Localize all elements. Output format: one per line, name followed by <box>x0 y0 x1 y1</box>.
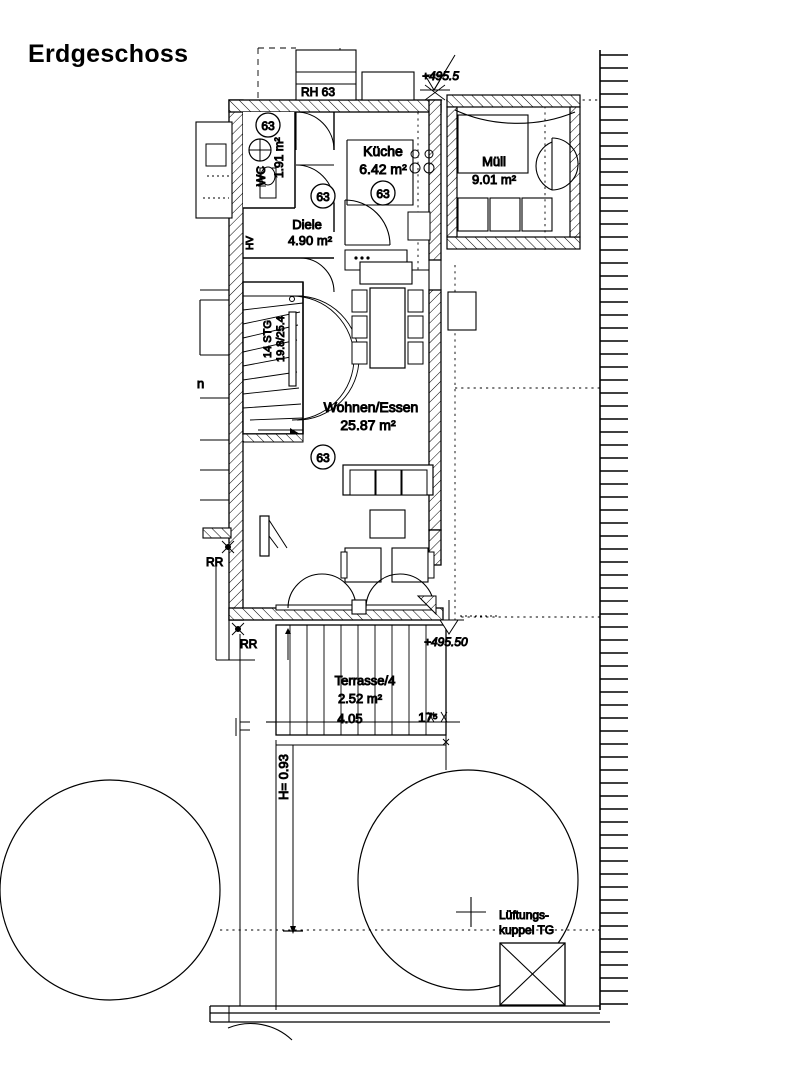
room-label-diele-name: Diele <box>292 217 322 232</box>
site-bottom-wall <box>209 1005 610 1041</box>
furniture-armchairs <box>340 547 435 583</box>
site-left-guides <box>215 560 255 1022</box>
furniture-sideboard <box>359 261 413 285</box>
terrace-doors <box>287 573 437 616</box>
furniture-outside-cabinet <box>447 291 477 331</box>
elevation-value-upper: +495.5 <box>422 69 459 83</box>
rh-box: RH 63 <box>295 49 357 101</box>
rr-label-lower: RR <box>240 637 258 651</box>
marker-63-wc-label: 63 <box>261 119 275 133</box>
room-label-wc-area: 1.91 m² <box>272 137 286 178</box>
marker-63-wc: 63 <box>248 112 281 162</box>
neighbour-fragment-upper <box>195 121 233 219</box>
left-fragment-label: n <box>197 376 204 391</box>
rr-marker-upper: RR <box>206 540 235 570</box>
dimension-h: H= 0.93 <box>235 718 450 1010</box>
marker-63-diele-label: 63 <box>316 190 330 204</box>
elevation-marker-terrace: +495.50 <box>424 600 500 650</box>
exterior-wall-bottom <box>228 604 444 621</box>
hv-label: HV <box>245 236 256 250</box>
marker-63-kueche-label: 63 <box>376 187 390 201</box>
rr-marker-lower: RR <box>231 622 258 652</box>
room-diele: Diele 4.90 m² 63 HV <box>243 111 336 293</box>
muell-building: Müll 9.01 m² <box>446 94 581 250</box>
room-label-muell-area: 9.01 m² <box>472 172 517 187</box>
elevation-marker-upper: +495.5 <box>420 54 460 101</box>
furniture-dining-set <box>351 287 424 369</box>
rh-label: RH 63 <box>301 85 335 99</box>
room-label-wohnen-name: Wohnen/Essen <box>324 399 419 415</box>
property-boundary-right <box>599 50 628 1010</box>
staircase: 14 STG 19.8/25.4 <box>242 281 360 443</box>
room-label-wc-name: WC <box>254 166 268 186</box>
room-kueche: Küche 6.42 m² 63 <box>344 139 435 271</box>
room-label-diele-area: 4.90 m² <box>288 233 333 248</box>
room-label-kueche-name: Küche <box>363 143 403 159</box>
rr-label-upper: RR <box>206 555 224 569</box>
room-label-terrasse-area: 2.52 m² <box>338 691 383 706</box>
page-title: Erdgeschoss <box>28 40 189 68</box>
stair-riser-tread-label: 19.8/25.4 <box>275 316 287 362</box>
marker-63-wohnen-label: 63 <box>316 451 330 465</box>
room-label-terrasse-name: Terrasse/4 <box>335 673 396 688</box>
room-label-muell-name: Müll <box>482 154 506 169</box>
luftungskuppel: Lüftungs- kuppel TG <box>456 897 566 1006</box>
elevation-value-terrace: +495.50 <box>424 635 468 649</box>
furniture-coffee-table <box>369 509 406 539</box>
vent-label-line2: kuppel TG <box>499 923 554 937</box>
roof-box-right <box>361 71 415 101</box>
vent-label-line1: Lüftungs- <box>499 908 549 922</box>
room-wohnen-essen: Wohnen/Essen 25.87 m² 63 <box>302 282 419 470</box>
neighbour-wall-stub <box>202 527 232 539</box>
furniture-sofa <box>342 464 434 496</box>
terrace: Terrasse/4 2.52 m² 4.05 17⁵ <box>266 624 460 736</box>
dimension-terrace-width: 4.05 <box>337 711 362 726</box>
stair-count-label: 14 STG <box>262 320 274 358</box>
exterior-wall-top <box>228 99 442 113</box>
neighbour-fragment-lower <box>199 289 229 501</box>
door-left-niche <box>259 515 288 557</box>
dimension-h-label: H= 0.93 <box>276 754 291 800</box>
room-label-wohnen-area: 25.87 m² <box>340 417 396 433</box>
site-circles <box>0 769 579 1001</box>
room-label-kueche-area: 6.42 m² <box>359 161 407 177</box>
